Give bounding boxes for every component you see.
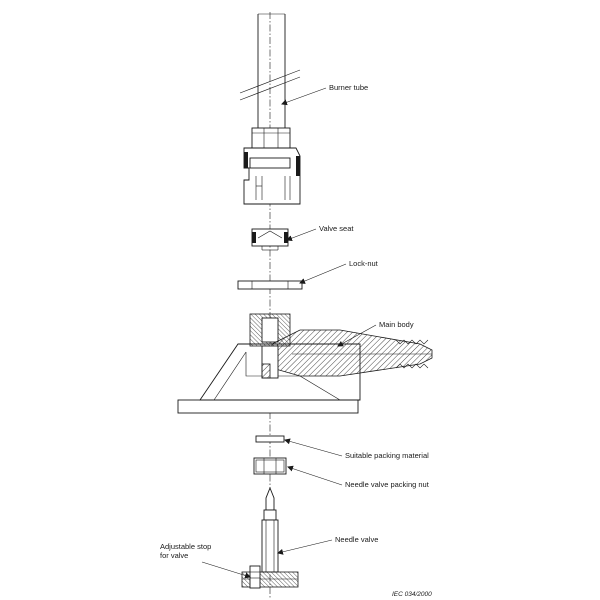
label-valve-seat: Valve seat [319,224,354,233]
label-packing-nut: Needle valve packing nut [345,480,430,489]
label-adjustable-stop-line1: Adjustable stop [160,542,211,551]
label-main-body: Main body [379,320,414,329]
packing-nut-part [253,457,287,475]
figure-reference: IEC 034/2000 [392,591,432,598]
label-burner-tube: Burner tube [329,83,368,92]
packing-material-part [255,435,285,443]
main-body-part [177,313,433,414]
burner-tube-part [239,13,301,205]
valve-seat-part [251,228,289,251]
label-packing-material: Suitable packing material [345,451,429,460]
lock-nut-part [237,280,303,290]
label-needle-valve: Needle valve [335,535,378,544]
leader-lines [201,87,377,579]
adjustable-stop-part [249,565,261,589]
label-lock-nut: Lock-nut [349,259,379,268]
label-adjustable-stop-line2: for valve [160,551,188,560]
